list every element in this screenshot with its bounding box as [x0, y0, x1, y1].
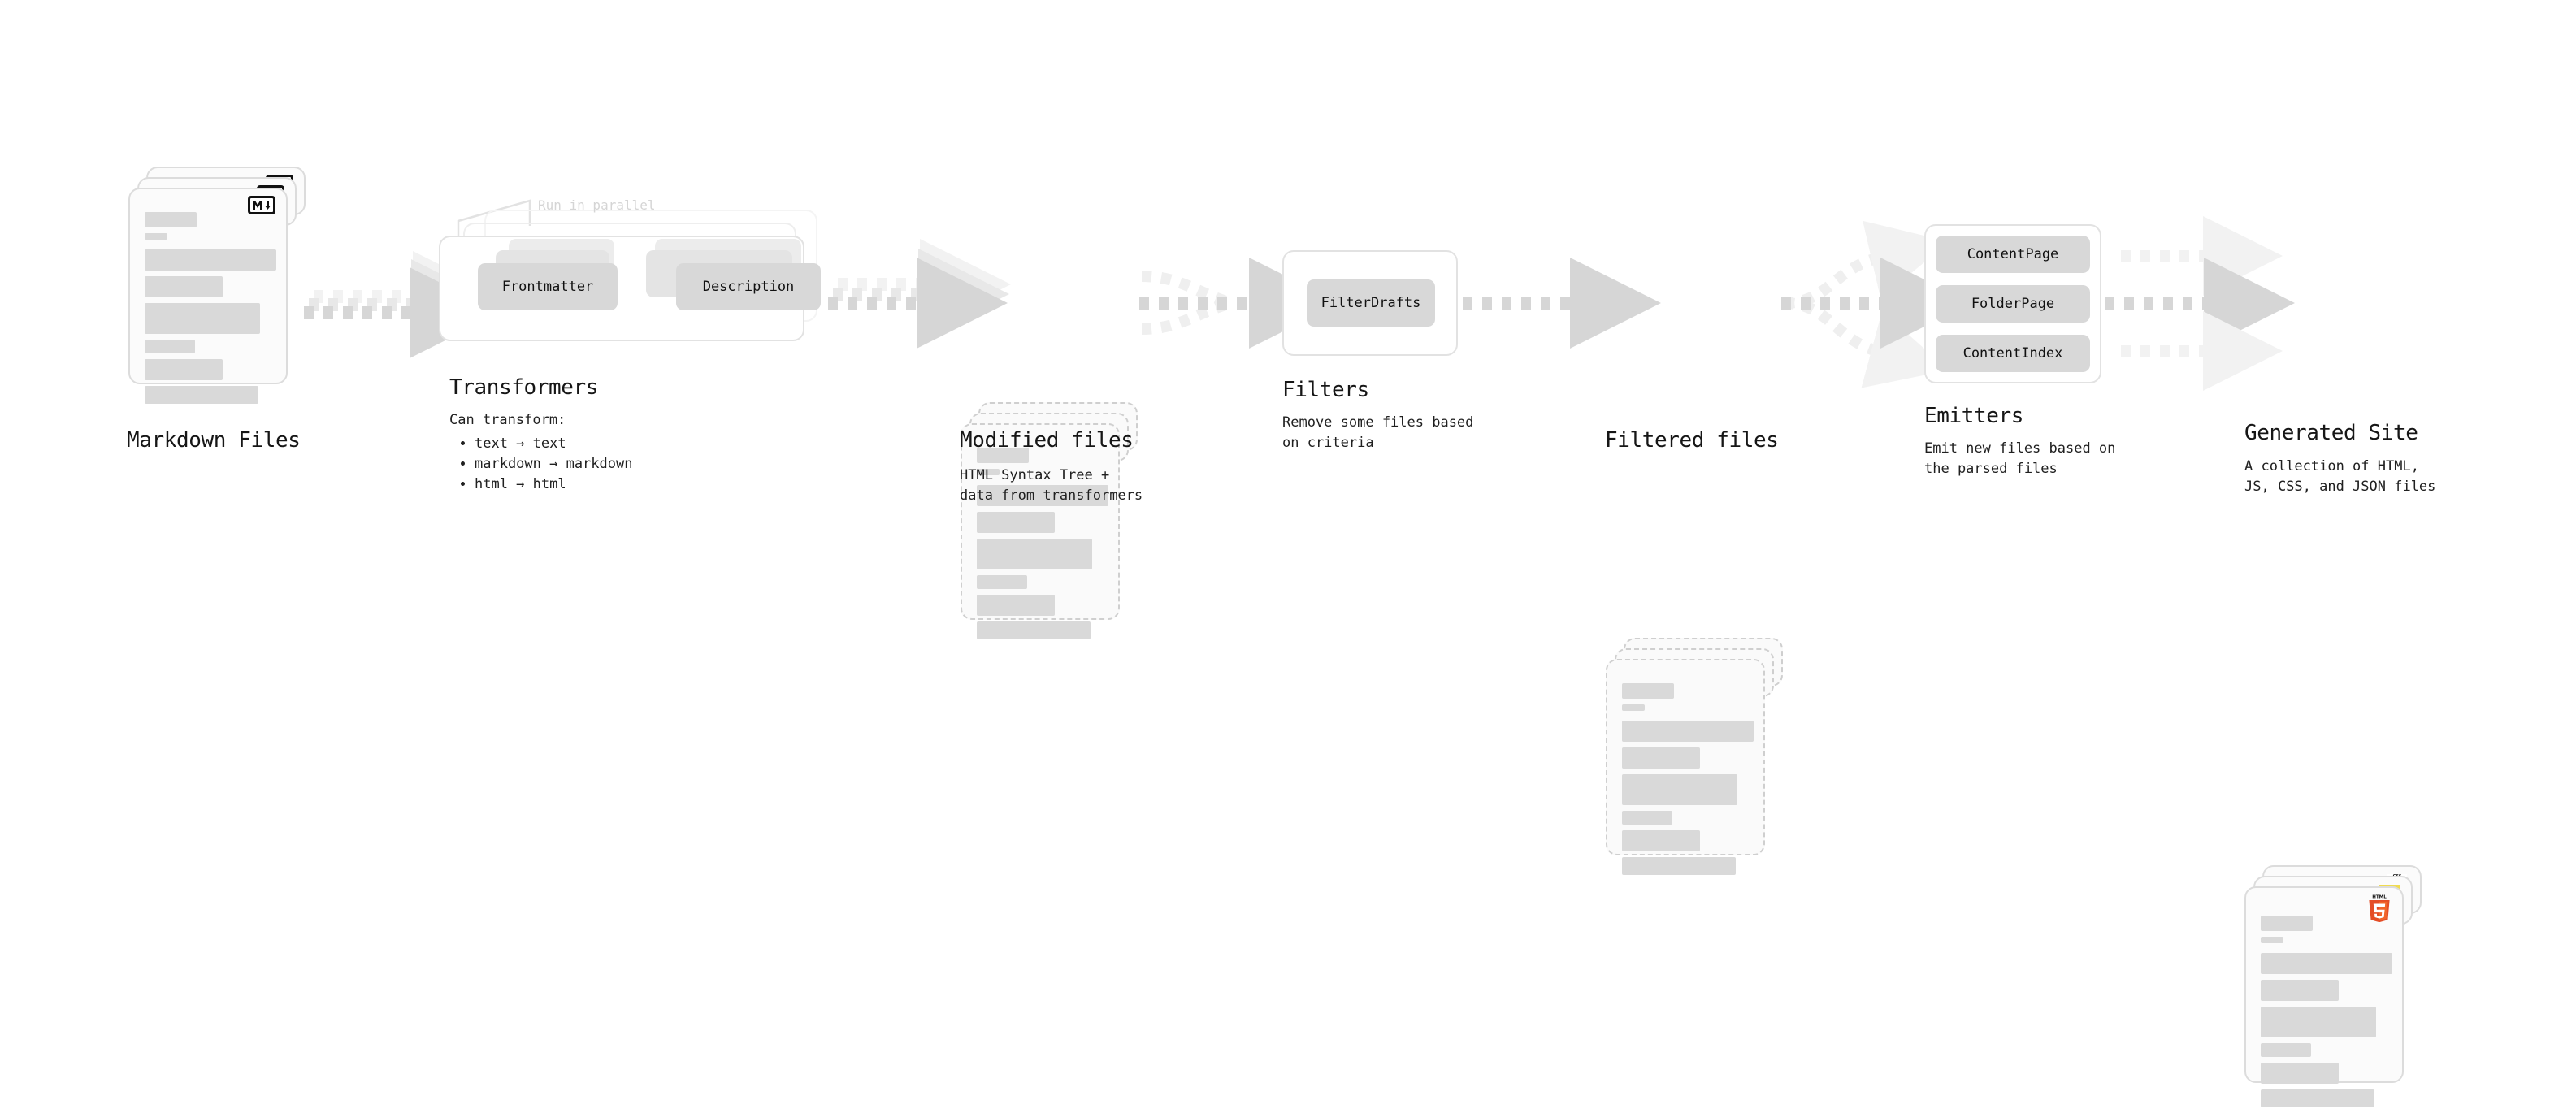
stage-subtitle-modified-files: HTML Syntax Tree + data from transformer…: [960, 467, 1143, 504]
stage-modified-files: [961, 402, 1139, 639]
bar: [1622, 774, 1737, 805]
bar: [145, 386, 258, 404]
stage-filtered-files: [1606, 638, 1785, 875]
chip-filterdrafts[interactable]: FilterDrafts: [1307, 279, 1435, 327]
chip-contentpage[interactable]: ContentPage: [1936, 236, 2090, 273]
stage-title-filters: Filters: [1282, 378, 1369, 402]
file-sheet-front: [128, 188, 288, 404]
chip-filterdrafts-label: FilterDrafts: [1321, 295, 1421, 311]
bar: [145, 340, 195, 353]
placeholder-bars: [2261, 916, 2392, 1113]
bar: [1622, 747, 1700, 769]
bar: [977, 539, 1092, 569]
stage-title-emitters: Emitters: [1924, 404, 2024, 428]
stage-title-transformers: Transformers: [449, 375, 599, 400]
markdown-icon: [248, 196, 275, 214]
bar: [977, 595, 1055, 616]
bar: [977, 448, 1029, 463]
bar: [2261, 916, 2313, 931]
chip-contentindex[interactable]: ContentIndex: [1936, 335, 2090, 372]
bar: [145, 233, 167, 240]
bar: [977, 575, 1027, 589]
bar: [2261, 937, 2283, 943]
chip-contentindex-label: ContentIndex: [1962, 345, 2063, 362]
svg-text:HTML: HTML: [2372, 894, 2387, 899]
bar: [1622, 704, 1645, 711]
file-sheet-front: HTML: [2244, 886, 2404, 1107]
stage-filters: FilterDrafts: [1282, 250, 1458, 356]
arrow-markdown-to-transformers: [304, 251, 504, 358]
stage-title-generated-site: Generated Site: [2244, 421, 2418, 445]
bar: [145, 249, 276, 271]
bar: [2261, 1007, 2376, 1037]
stage-title-markdown-files: Markdown Files: [127, 428, 301, 453]
bar: [2261, 953, 2392, 974]
chip-folderpage[interactable]: FolderPage: [1936, 285, 2090, 323]
arrow-modified-to-filters: [1139, 258, 1340, 349]
bar: [145, 359, 223, 380]
chip-folderpage-label: FolderPage: [1971, 296, 2055, 312]
file-sheet-front: [1606, 659, 1765, 875]
bar: [2261, 1043, 2311, 1057]
bar: [145, 303, 260, 334]
run-in-parallel-annotation: Run in parallel: [538, 197, 656, 213]
chip-description-label: Description: [702, 279, 795, 295]
bar: [977, 621, 1091, 639]
transformer-bullet: html → html: [475, 474, 632, 495]
transformer-bullet: markdown → markdown: [475, 454, 632, 474]
transformer-bullet: text → text: [475, 434, 632, 454]
arrow-filtered-to-emitters: [1781, 220, 1971, 388]
stage-subtitle-emitters: Emit new files based on the parsed files: [1924, 440, 2116, 477]
stage-subtitle-generated-site: A collection of HTML, JS, CSS, and JSON …: [2244, 458, 2436, 495]
placeholder-bars: [145, 212, 276, 409]
chip-frontmatter[interactable]: Frontmatter: [478, 263, 618, 310]
chip-frontmatter-label: Frontmatter: [501, 279, 594, 295]
bar: [977, 512, 1055, 533]
arrow-emitters-to-site: [2105, 216, 2295, 391]
bar: [1622, 811, 1672, 825]
bar: [145, 276, 223, 297]
bar: [977, 485, 1108, 506]
stage-generated-site: CSS HTML: [2244, 865, 2431, 1109]
bar: [2261, 980, 2339, 1001]
bar: [145, 212, 197, 227]
placeholder-bars: [1622, 683, 1754, 881]
stage-subtitle-filters: Remove some files based on criteria: [1282, 414, 1474, 451]
pipeline-diagram: Markdown Files Frontmatter Description R…: [0, 0, 2576, 681]
stage-subtitle-transformers: Can transform:: [449, 412, 566, 428]
stage-title-filtered-files: Filtered files: [1605, 428, 1779, 453]
stage-title-modified-files: Modified files: [960, 428, 1134, 453]
stage-transformers: Frontmatter Description: [439, 187, 845, 366]
stage-emitters: ContentPage FolderPage ContentIndex: [1924, 224, 2101, 383]
chip-contentpage-label: ContentPage: [1967, 246, 2059, 262]
chip-description[interactable]: Description: [676, 263, 821, 310]
bar: [977, 469, 1000, 475]
bar: [1622, 683, 1674, 699]
bar: [1622, 721, 1754, 742]
bar: [1622, 830, 1700, 851]
bar: [1622, 857, 1736, 875]
bar: [2261, 1089, 2374, 1107]
stage-markdown-files: [128, 167, 307, 404]
file-sheet-front: [961, 423, 1120, 639]
bar: [2261, 1063, 2339, 1084]
placeholder-bars: [977, 448, 1108, 645]
transformer-bullets: text → text markdown → markdown html → h…: [460, 434, 632, 495]
